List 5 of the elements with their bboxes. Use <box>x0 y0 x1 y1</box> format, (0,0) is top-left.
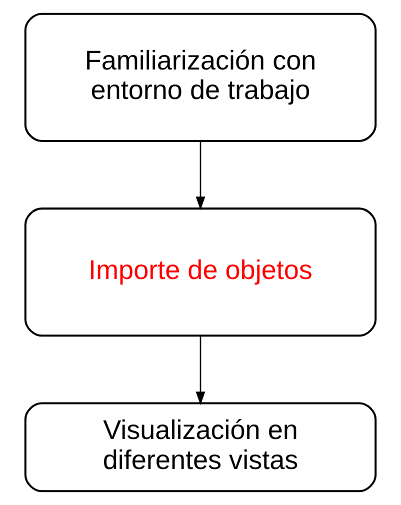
arrow <box>196 336 206 406</box>
arrow <box>196 141 206 210</box>
node-box: Familiarización con entorno de trabajo <box>24 12 377 142</box>
node-box: Importe de objetos <box>24 208 377 337</box>
node-box: Visualización en diferentes vistas <box>24 402 377 492</box>
